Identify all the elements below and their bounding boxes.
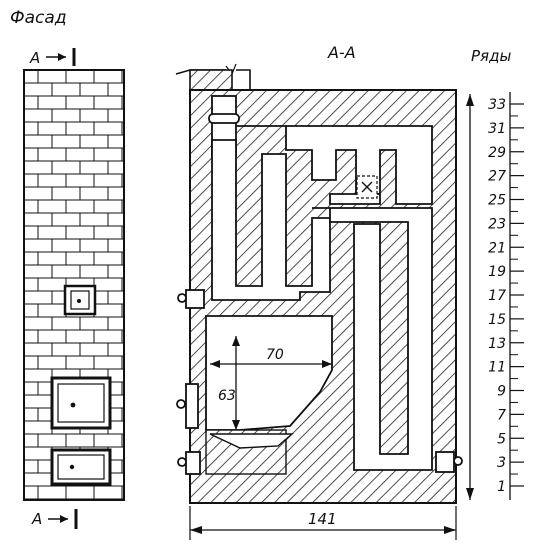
dimension-overall-height (466, 94, 474, 500)
row-label: 31 (488, 121, 506, 137)
row-label: 3 (497, 455, 506, 471)
left-fittings (176, 289, 205, 475)
overall-width-label: 141 (308, 510, 337, 528)
small-cleanout-door (63, 284, 97, 316)
rows-heading: Ряды (471, 47, 511, 65)
section-letter-bottom: А (31, 510, 42, 528)
firebox-height-label: 63 (218, 388, 236, 404)
ash-door (50, 448, 112, 486)
section-mark-bottom: А (31, 509, 78, 529)
row-label: 25 (488, 193, 506, 209)
grate (209, 433, 294, 449)
row-label: 17 (488, 288, 506, 304)
section-mark-top: А (29, 48, 76, 67)
row-label: 7 (497, 407, 506, 423)
row-label: 15 (488, 312, 506, 328)
row-label: 5 (497, 431, 506, 447)
dimension-firebox-height: 63 (218, 336, 240, 430)
row-label: 19 (488, 264, 506, 280)
row-label: 27 (488, 169, 506, 185)
facade-view: Фасад А А (10, 8, 125, 529)
facade-heading: Фасад (10, 8, 67, 28)
row-label: 33 (488, 97, 506, 113)
row-label: 11 (488, 360, 506, 376)
section-view: А-А (175, 43, 474, 540)
row-label: 1 (497, 479, 506, 495)
row-label: 9 (497, 384, 506, 400)
firebox-width-label: 70 (266, 347, 284, 363)
dimension-overall-width: 141 (189, 506, 457, 540)
chimney-damper (208, 113, 240, 124)
section-letter-top: А (29, 49, 40, 67)
row-label: 13 (488, 336, 506, 352)
dimension-firebox-width: 70 (210, 347, 332, 368)
section-heading: А-А (327, 43, 356, 62)
right-fitting (435, 451, 463, 473)
fire-door (50, 376, 112, 430)
row-label: 23 (488, 216, 506, 232)
row-label: 21 (488, 240, 506, 256)
row-label: 29 (488, 145, 506, 161)
